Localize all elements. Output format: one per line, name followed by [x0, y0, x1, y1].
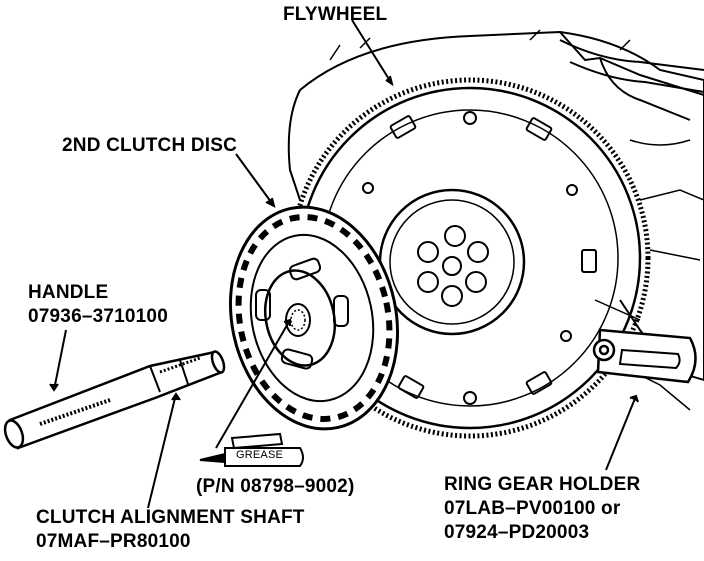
handle-part-number: 07936–3710100 — [28, 306, 168, 327]
clutch-disc-splines — [285, 303, 311, 337]
flywheel-leader — [351, 19, 393, 85]
clutch-alignment-shaft-label: CLUTCH ALIGNMENT SHAFT — [36, 507, 305, 528]
engine-block — [287, 29, 704, 411]
grease-tag-label: GREASE — [236, 449, 284, 461]
second-clutch-disc — [228, 205, 400, 431]
clutch-alignment-shaft — [3, 350, 226, 450]
ring-gear-holder-leader — [605, 395, 637, 471]
engine-hose — [559, 39, 704, 93]
flywheel-dowel-holes — [362, 111, 578, 405]
grease-tube-icon — [199, 432, 304, 467]
ring-gear-holder-part-number-2: 07924–PD20003 — [444, 522, 590, 543]
ring-gear-holder-label: RING GEAR HOLDER — [444, 474, 641, 495]
crank-bolt-holes — [417, 225, 489, 307]
grease-leader — [215, 319, 291, 449]
leader-lines — [49, 19, 639, 509]
handle-leader — [53, 329, 67, 391]
grease-part-number: (P/N 08798–9002) — [196, 476, 355, 497]
second-clutch-disc-label: 2ND CLUTCH DISC — [62, 135, 238, 156]
clutch-alignment-shaft-part-number: 07MAF–PR80100 — [36, 531, 191, 552]
flywheel-label: FLYWHEEL — [283, 4, 388, 25]
damper-springs — [255, 257, 349, 370]
ring-gear-holder — [592, 328, 697, 384]
clutch-disc-leader — [235, 153, 275, 207]
flywheel-windows — [389, 115, 597, 399]
shaft-leader — [147, 393, 177, 509]
handle-label: HANDLE — [28, 282, 109, 303]
ring-gear-holder-part-number-1: 07LAB–PV00100 or — [444, 498, 621, 519]
flywheel — [289, 77, 651, 439]
